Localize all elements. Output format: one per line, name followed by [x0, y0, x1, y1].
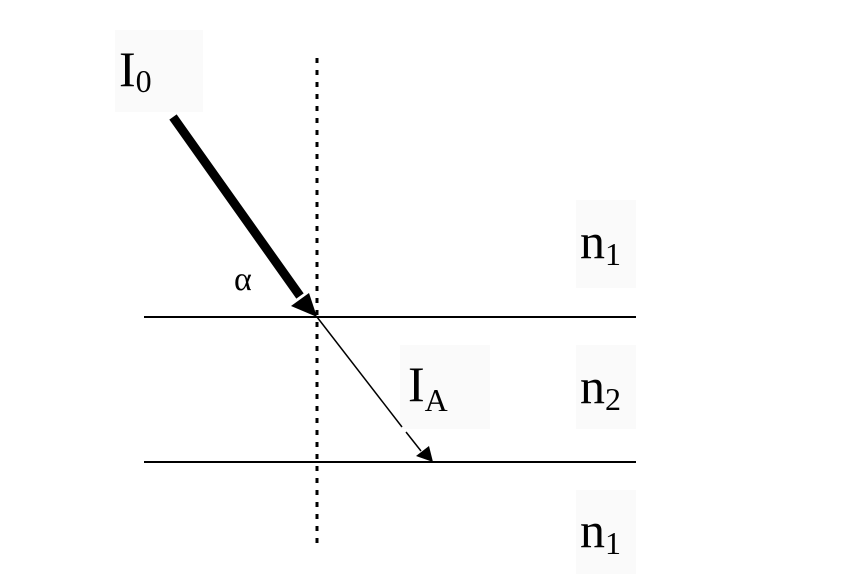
n1-top-label-bg [576, 200, 636, 288]
incident-arrowhead-icon [291, 293, 317, 317]
angle-alpha-label: α [234, 261, 252, 298]
incident-intensity-label: I0 [119, 41, 152, 99]
ia-label-bg [400, 345, 490, 429]
transmitted-intensity-label: IA [408, 356, 448, 418]
n2-label-bg [576, 345, 636, 429]
transmitted-beam-tail [405, 431, 422, 452]
transmitted-beam [316, 316, 403, 428]
medium-n2-label: n2 [580, 358, 621, 417]
i0-label-bg [115, 30, 203, 112]
n1-bottom-label-bg [576, 490, 636, 574]
medium-n1-bottom-label: n1 [580, 502, 621, 561]
incident-beam [169, 114, 304, 299]
transmitted-arrowhead-icon [416, 446, 433, 462]
medium-n1-top-label: n1 [580, 213, 621, 272]
